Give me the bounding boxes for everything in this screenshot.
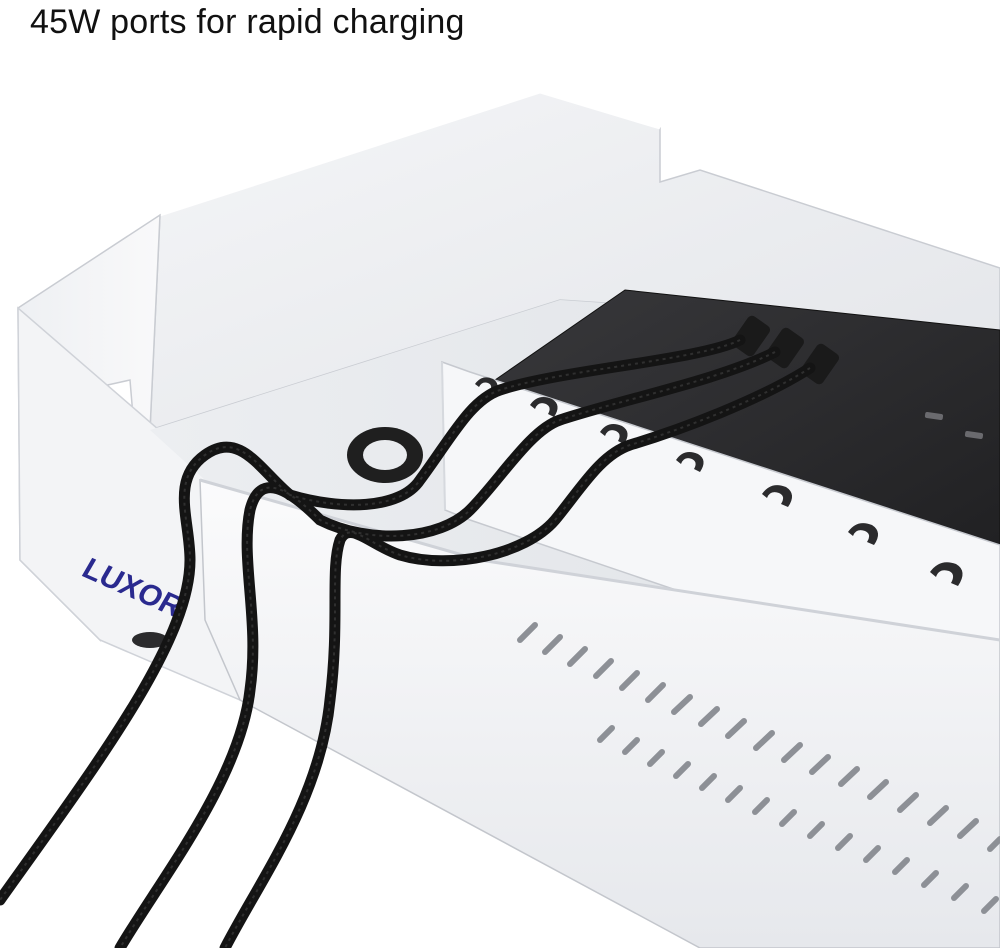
vent-slots [517, 622, 1000, 914]
cable-grommet [347, 427, 423, 483]
product-photo: LUXOR [0, 48, 1000, 948]
cart-foot [132, 632, 168, 648]
headline: 45W ports for rapid charging [30, 3, 465, 41]
usb-plug-2 [765, 327, 805, 369]
usb-plug-1 [731, 315, 771, 357]
